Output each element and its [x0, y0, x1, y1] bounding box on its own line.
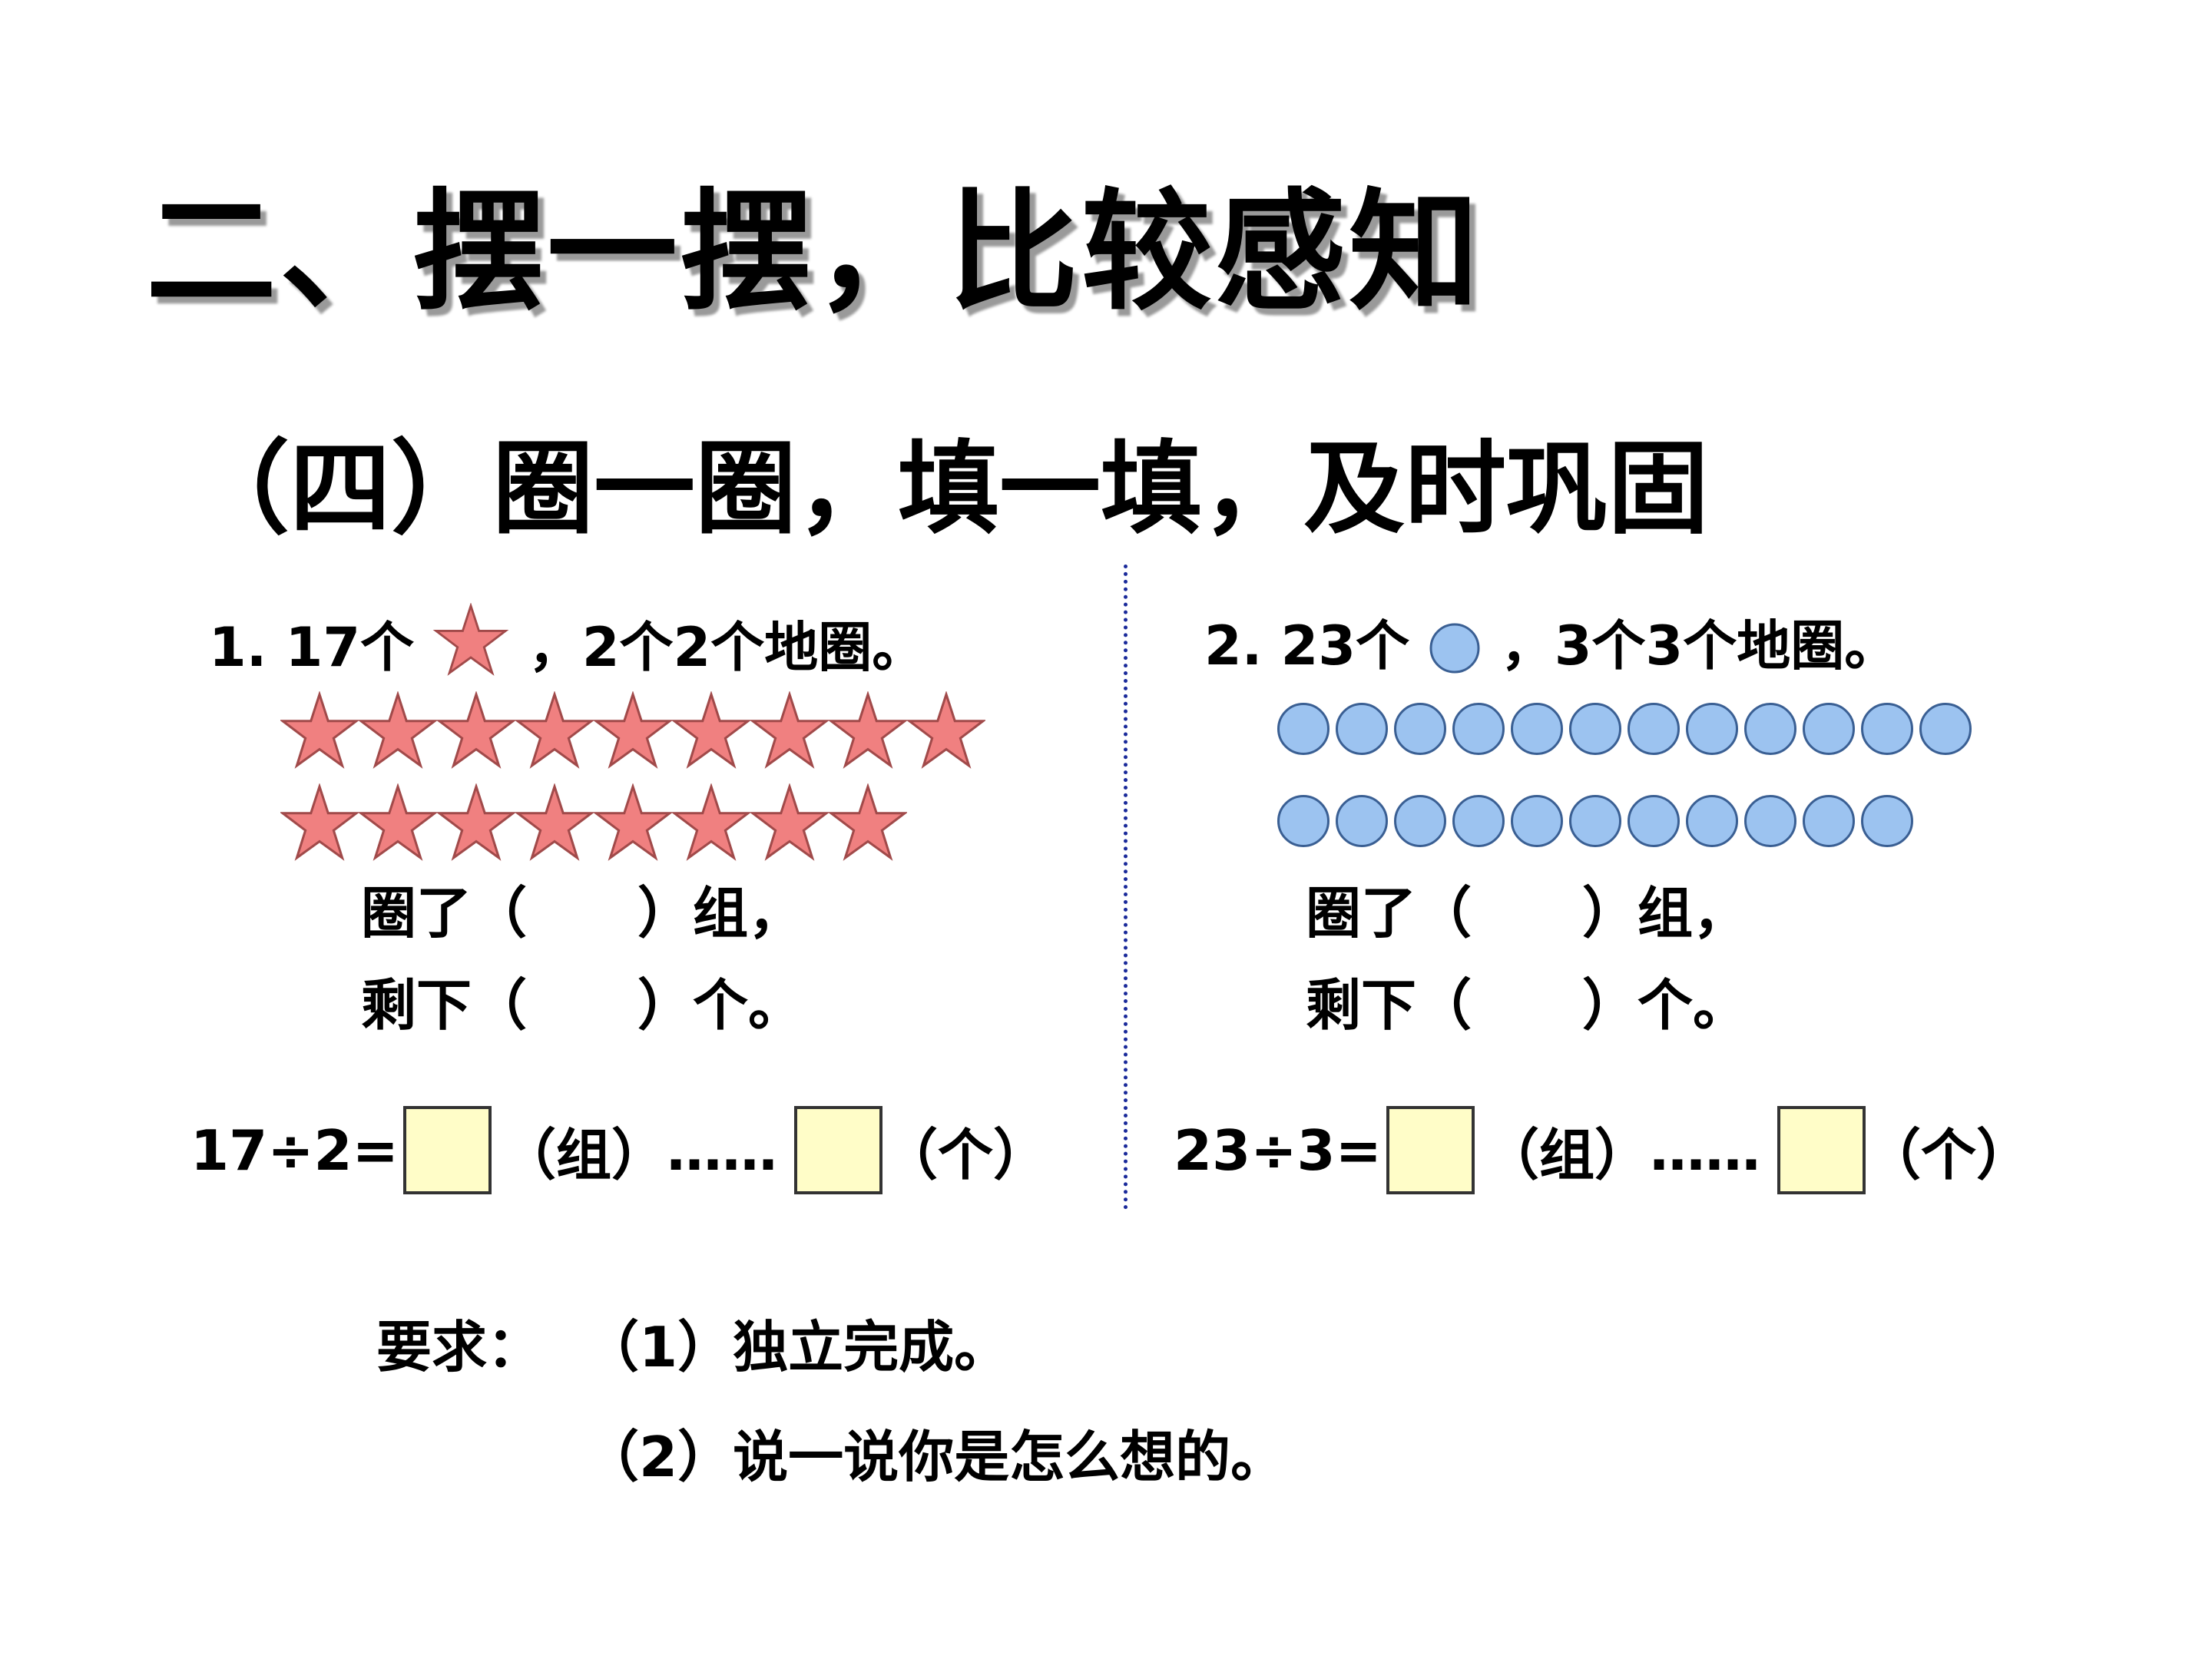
circle-icon [1628, 795, 1680, 847]
circle-icon [1511, 703, 1563, 755]
circle-icon [1511, 795, 1563, 847]
circle-icon [1919, 703, 1972, 755]
circle-icon [1803, 795, 1855, 847]
problem1-equation: 17÷2= （组） …… （个） [190, 1106, 1048, 1194]
circle-icon [1744, 795, 1796, 847]
column-divider [1124, 565, 1128, 1210]
star-icon [829, 691, 907, 769]
star-icon [672, 783, 750, 861]
problem1-groups-blank: 圈了（ ）组， [361, 881, 804, 945]
requirement-item-2: （2）说一说你是怎么想的。 [584, 1425, 1286, 1489]
star-icon [750, 691, 829, 769]
problem2-remainder-box[interactable] [1777, 1106, 1866, 1194]
star-icon [907, 691, 985, 769]
circle-icon [1452, 703, 1505, 755]
circle-icon [1336, 795, 1388, 847]
problem2-remainder-blank: 剩下（ ）个。 [1306, 973, 1749, 1038]
star-icon [750, 783, 829, 861]
star-icon [437, 691, 515, 769]
star-icon [280, 691, 359, 769]
circle-icon [1628, 703, 1680, 755]
problem2-equation-lhs: 23÷3= [1174, 1118, 1382, 1183]
star-icon [359, 783, 437, 861]
star-icon [594, 691, 672, 769]
problem2-groups-blank: 圈了（ ）组， [1306, 881, 1749, 945]
problem1-group-unit: （组） [500, 1123, 667, 1187]
page-title: 二、摆一摆，比较感知 [146, 177, 1483, 329]
star-icon [437, 783, 515, 861]
circle-icon [1569, 703, 1621, 755]
problem1-suffix: ，2个2个地圈。 [528, 616, 926, 679]
circle-icon [1803, 703, 1855, 755]
problem2-remainder-unit: （个） [1865, 1123, 2032, 1187]
circle-icon [1744, 703, 1796, 755]
circle-icon [1277, 703, 1330, 755]
problem2-ellipsis: …… [1649, 1118, 1760, 1183]
star-icon [829, 783, 907, 861]
circle-icon [1336, 703, 1388, 755]
star-icon [515, 783, 594, 861]
requirements-label: 要求： [376, 1315, 543, 1379]
star-row-2 [280, 783, 907, 862]
circle-icon [1394, 703, 1446, 755]
circle-icon [1861, 703, 1913, 755]
star-icon [672, 691, 750, 769]
star-icon [515, 691, 594, 769]
problem1-equation-lhs: 17÷2= [190, 1118, 399, 1183]
problem1-prefix: 1. 17个 [209, 616, 415, 679]
problem2-group-unit: （组） [1483, 1123, 1650, 1187]
problem1-ellipsis: …… [666, 1118, 777, 1183]
problem2-equation: 23÷3= （组） …… （个） [1174, 1106, 2032, 1194]
problem2-prefix: 2. 23个 [1204, 614, 1410, 677]
problem1-heading: 1. 17个 ，2个2个地圈。 [209, 602, 926, 690]
problem2-heading: 2. 23个 ，3个3个地圈。 [1204, 603, 1898, 688]
section-subtitle: （四）圈一圈，填一填，及时巩固 [188, 430, 1709, 548]
circle-row-1 [1277, 703, 1978, 755]
circle-icon [1686, 703, 1738, 755]
circle-row-2 [1277, 795, 1919, 847]
circle-icon [1428, 621, 1482, 688]
star-icon [359, 691, 437, 769]
requirement-item-1: （1）独立完成。 [584, 1315, 1010, 1379]
star-row-1 [280, 691, 985, 770]
problem1-quotient-box[interactable] [402, 1106, 492, 1194]
circle-icon [1861, 795, 1913, 847]
star-icon [594, 783, 672, 861]
star-icon [432, 602, 509, 690]
problem1-remainder-unit: （个） [882, 1123, 1048, 1187]
problem2-suffix: ，3个3个地圈。 [1500, 614, 1899, 677]
problem1-remainder-box[interactable] [793, 1106, 882, 1194]
problem1-remainder-blank: 剩下（ ）个。 [361, 973, 804, 1038]
circle-icon [1569, 795, 1621, 847]
circle-icon [1277, 795, 1330, 847]
circle-icon [1394, 795, 1446, 847]
circle-icon [1452, 795, 1505, 847]
circle-icon [1686, 795, 1738, 847]
problem2-quotient-box[interactable] [1386, 1106, 1475, 1194]
star-icon [280, 783, 359, 861]
